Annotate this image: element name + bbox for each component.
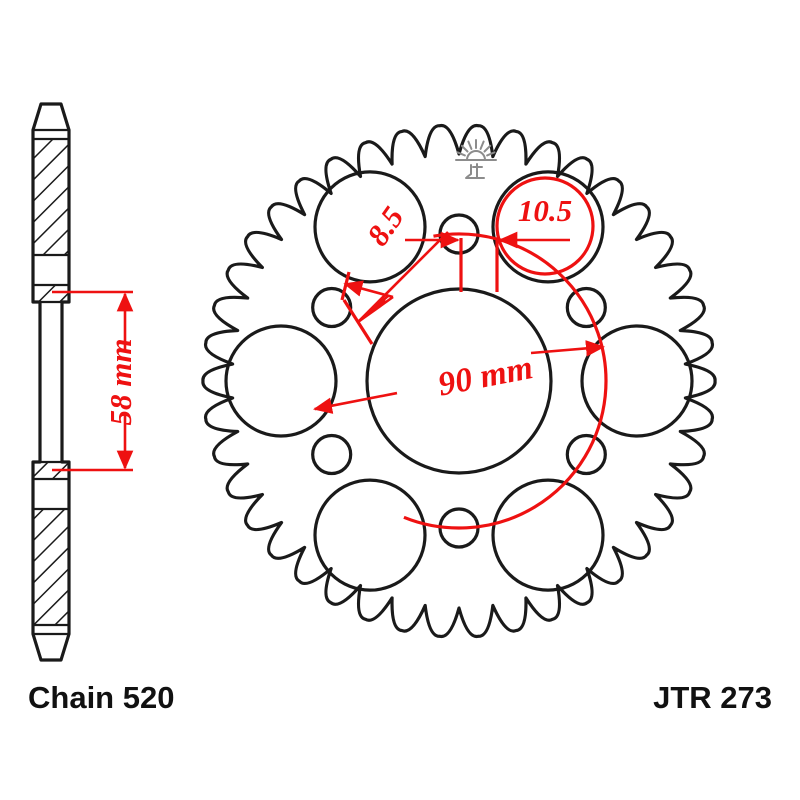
leader-tick-far xyxy=(340,271,351,301)
bolt-circle-dimension-lines xyxy=(312,340,606,414)
sprocket-face-view xyxy=(201,123,717,639)
lightening-hole xyxy=(224,324,338,438)
callout-circle xyxy=(495,176,595,276)
logo-ray xyxy=(467,140,473,150)
logo-letter-t xyxy=(472,163,483,178)
bolt-hole xyxy=(311,286,353,329)
logo-ray xyxy=(479,140,485,150)
leader-bracket xyxy=(357,295,389,323)
logo-sun-dome xyxy=(466,150,486,161)
bolt-hole xyxy=(565,433,607,476)
logo-jt-monogram xyxy=(465,163,485,179)
jt-sunburst-logo xyxy=(455,139,497,179)
thickness-dimension: 58 mm xyxy=(52,290,138,472)
lightening-hole xyxy=(491,478,605,592)
part-number-label: JTR 273 xyxy=(653,680,772,715)
logo-ray xyxy=(486,151,496,157)
lightening-hole-group xyxy=(224,170,694,592)
logo-ray xyxy=(456,151,466,157)
logo-ray xyxy=(483,144,492,153)
profile-hatch-lower-tooth-body xyxy=(33,509,69,625)
center-bore-circle xyxy=(365,287,553,475)
center-hole-diameter-label: 10.5 xyxy=(518,193,572,228)
bolt-hole-callout-lines xyxy=(340,231,449,345)
logo-sun-rays xyxy=(455,139,497,161)
dimension-line-left xyxy=(312,391,398,414)
center-hole-callout-lines xyxy=(405,231,570,292)
dimension-line-right xyxy=(530,340,606,357)
lightening-hole xyxy=(491,170,605,284)
bolt-hole-diameter-label: 8.5 xyxy=(360,200,411,252)
profile-section-dividers xyxy=(31,128,71,636)
sprocket-tooth-profile xyxy=(201,123,717,639)
profile-hatch-upper-rim-sliver xyxy=(33,285,69,302)
thickness-dimension-label: 58 mm xyxy=(103,339,138,426)
bolt-hole xyxy=(311,433,353,476)
lightening-hole xyxy=(580,324,694,438)
sprocket-side-profile xyxy=(31,102,71,662)
chain-size-label: Chain 520 xyxy=(28,680,174,715)
center-hole-callout: 10.5 xyxy=(405,176,595,292)
bolt-hole xyxy=(565,286,607,329)
lightening-hole xyxy=(313,478,427,592)
bolt-hole-diameter-callout: 8.5 xyxy=(340,200,449,345)
logo-letter-j xyxy=(466,164,472,178)
leader-arrow-left xyxy=(343,280,394,299)
bolt-circle-dimension-label: 90 mm xyxy=(435,349,536,404)
logo-ray xyxy=(460,144,469,153)
lightening-hole xyxy=(313,170,427,284)
profile-hatch-lower-rim-sliver xyxy=(33,462,69,479)
leader-line-diagonal xyxy=(357,231,449,323)
profile-hatched-sections xyxy=(33,139,69,625)
thickness-dimension-lines xyxy=(52,290,134,472)
profile-hatch-upper-tooth-body xyxy=(33,139,69,255)
